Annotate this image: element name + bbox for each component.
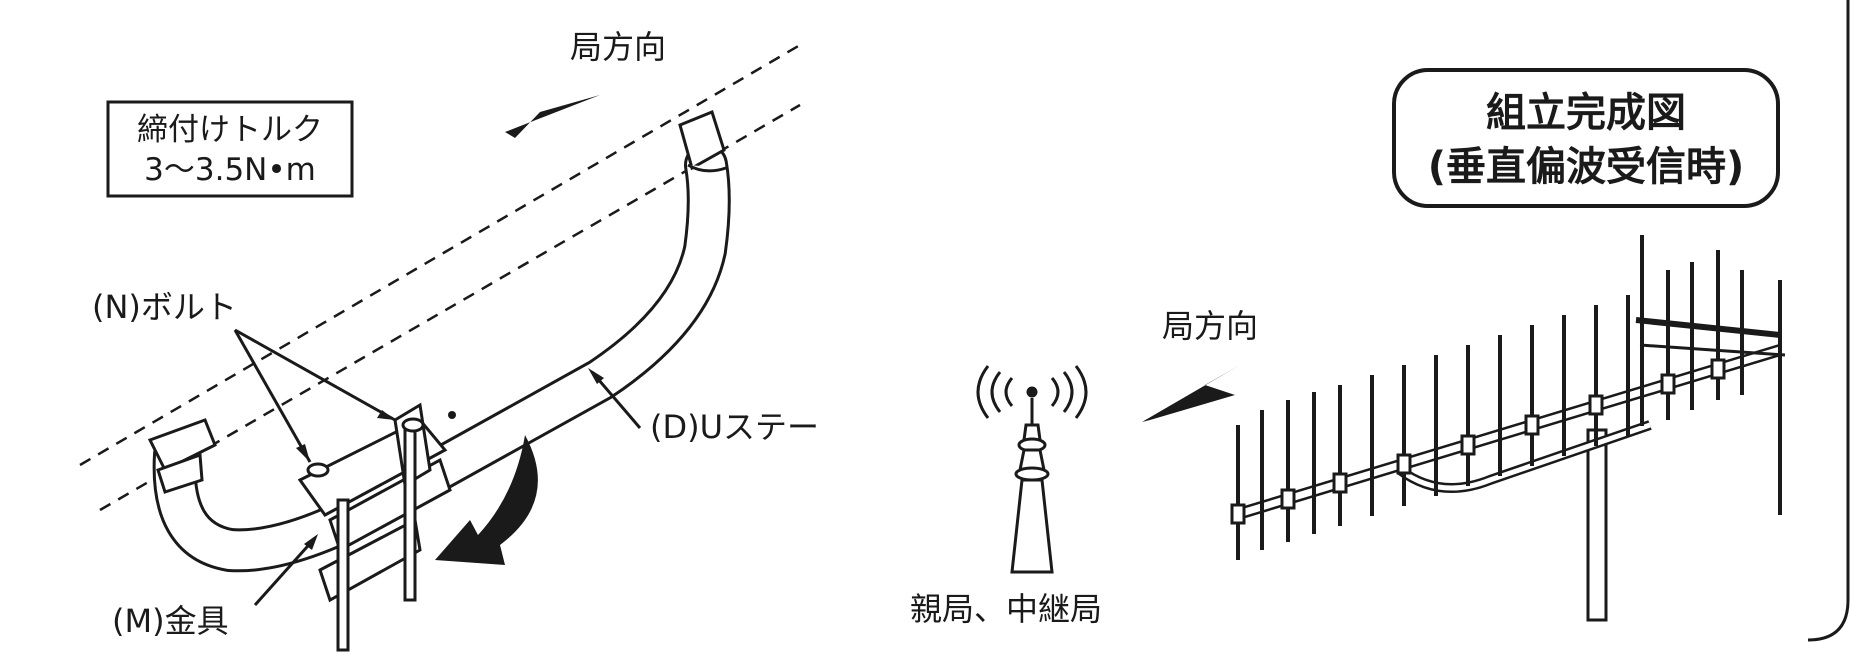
signal-waves-icon <box>976 365 1088 419</box>
page-border <box>1807 0 1850 642</box>
u-stay-label: (D)Uステー <box>650 408 819 446</box>
bolt-label: (N)ボルト <box>92 288 237 326</box>
mast-guide-lines <box>79 43 801 512</box>
rotation-arrow-icon <box>435 435 538 565</box>
u-stay-bottom-clamp <box>147 418 217 494</box>
u-stay-top-clamp <box>678 109 727 173</box>
radio-tower-icon <box>1010 398 1054 574</box>
assembled-title: 組立完成図 <box>1486 90 1686 136</box>
torque-title: 締付けトルク <box>137 112 323 148</box>
assembled-subtitle: (垂直偏波受信時) <box>1428 144 1745 190</box>
bracket-label: (M)金具 <box>112 602 229 640</box>
bracket-body <box>297 402 452 603</box>
station-label: 親局、中継局 <box>910 590 1102 628</box>
direction-arrow-icon <box>1142 365 1240 422</box>
pipe-dot <box>448 411 456 419</box>
torque-box <box>106 100 354 198</box>
direction-arrow-icon <box>505 95 600 138</box>
bolt-rods <box>306 417 425 652</box>
right-direction-label: 局方向 <box>1162 307 1258 345</box>
antenna-icon <box>1230 235 1786 622</box>
assembled-title-box <box>1392 68 1780 208</box>
leader-arrowheads <box>296 368 604 550</box>
left-direction-label: 局方向 <box>570 28 666 66</box>
torque-value: 3〜3.5N•m <box>144 152 316 188</box>
